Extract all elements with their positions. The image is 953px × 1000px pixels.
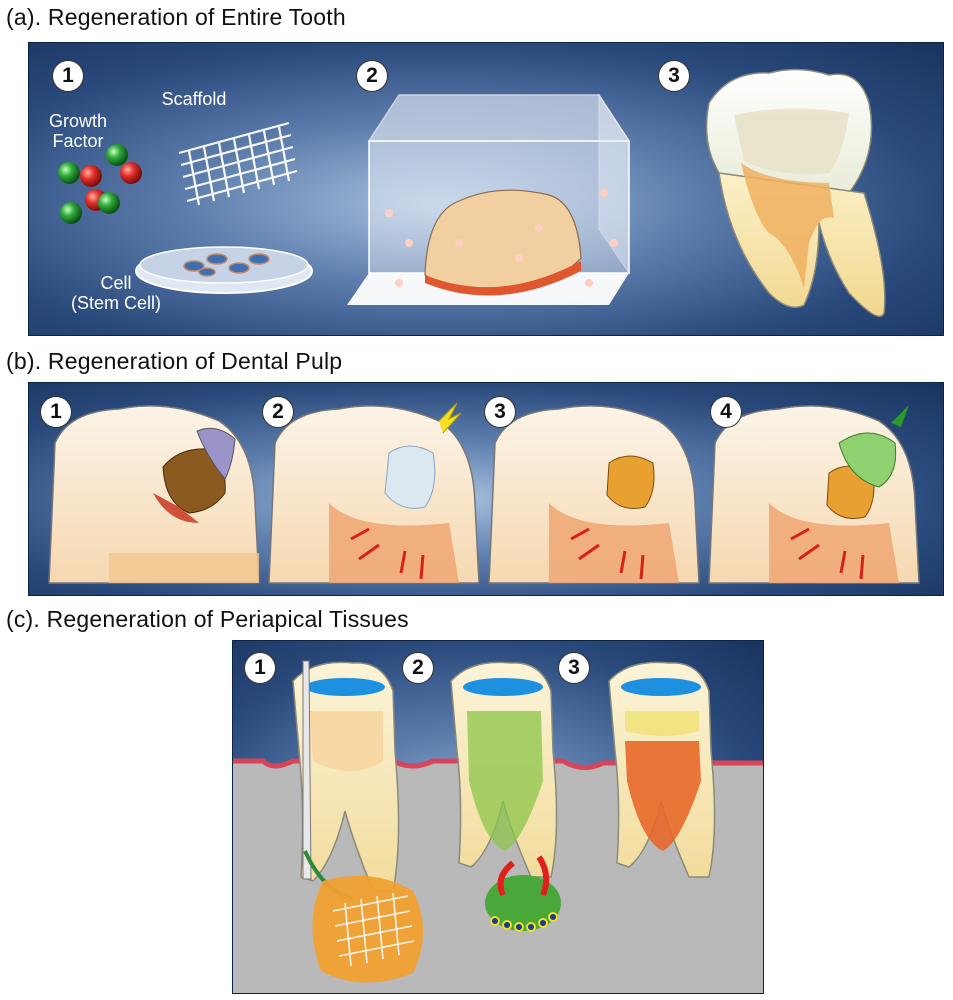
regenerated-tooth	[705, 68, 886, 317]
pulp-step-1	[48, 405, 260, 584]
section-b-panel: 1 2 3 4	[28, 382, 944, 596]
step-b4-badge: 4	[711, 397, 741, 427]
pulp-step-4	[708, 405, 920, 584]
step-c3-badge: 3	[559, 653, 589, 683]
section-a-title: (a). Regeneration of Entire Tooth	[6, 4, 346, 30]
pulp-step-3	[488, 405, 700, 584]
step-a3-badge: 3	[659, 61, 689, 91]
section-c-title: (c). Regeneration of Periapical Tissues	[6, 606, 409, 632]
periapical-tooth-1	[292, 660, 423, 983]
pulp-step-2	[268, 402, 480, 584]
step-b3-badge: 3	[485, 397, 515, 427]
section-b-illustration	[48, 402, 920, 584]
scaffold-label: Scaffold	[161, 89, 227, 109]
step-b1-badge: 1	[41, 397, 71, 427]
section-c-panel: 1 2 3	[232, 640, 764, 994]
section-a-illustration	[58, 68, 886, 317]
step-c2-badge: 2	[403, 653, 433, 683]
section-b-title: (b). Regeneration of Dental Pulp	[6, 348, 343, 374]
scaffold-mesh	[178, 121, 298, 206]
periapical-tooth-2	[450, 661, 561, 932]
growth-factor-spheres	[58, 144, 142, 224]
culture-box	[347, 92, 631, 305]
periapical-tooth-3	[608, 661, 716, 878]
step-a2-badge: 2	[357, 61, 387, 91]
petri-dish	[135, 246, 313, 294]
section-a-panel: 1 2 3 Growth Factor Scaffold Cell (Stem …	[28, 42, 944, 336]
cell-label: Cell (Stem Cell)	[70, 273, 161, 313]
growth-factor-label: Growth Factor	[48, 111, 108, 151]
section-c-illustration	[233, 660, 763, 993]
step-b2-badge: 2	[263, 397, 293, 427]
step-c1-badge: 1	[245, 653, 275, 683]
gum-line	[233, 758, 763, 770]
step-a1-badge: 1	[53, 61, 83, 91]
